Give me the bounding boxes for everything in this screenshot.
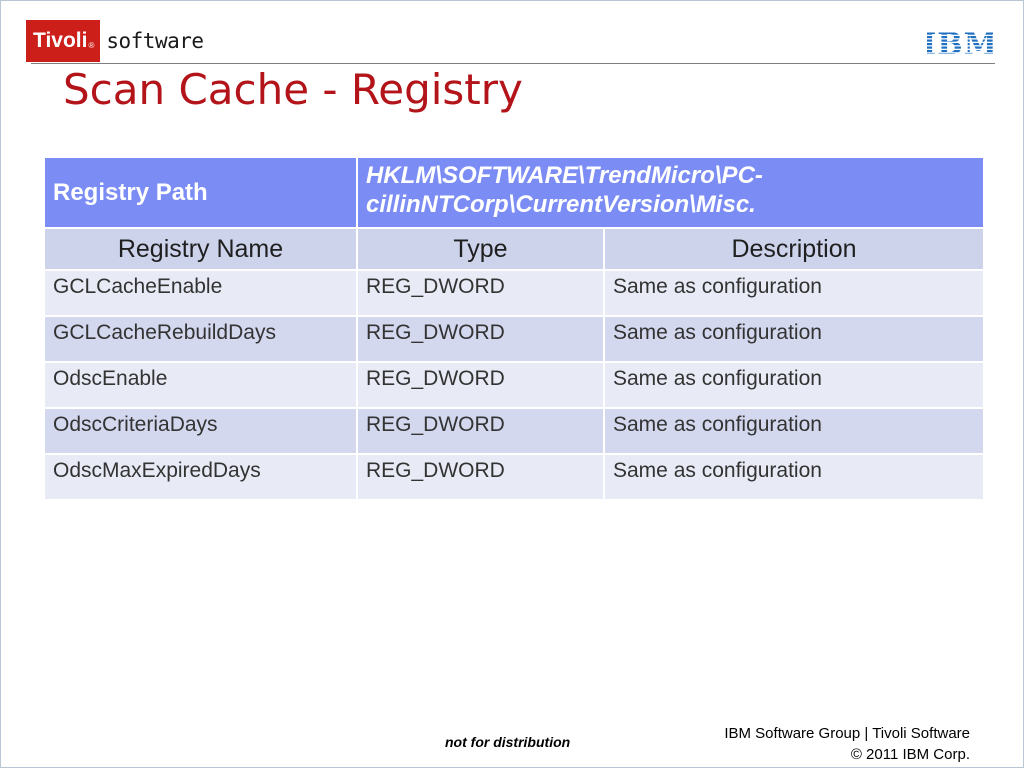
column-header-description: Description bbox=[602, 227, 986, 271]
footer-copyright: IBM Software Group | Tivoli Software © 2… bbox=[724, 723, 970, 765]
footer-distribution-note: not for distribution bbox=[445, 734, 571, 750]
table-row: OdscEnable REG_DWORD Same as configurati… bbox=[43, 361, 986, 409]
table-row: GCLCacheEnable REG_DWORD Same as configu… bbox=[43, 269, 986, 317]
slide-title: Scan Cache - Registry bbox=[63, 65, 523, 114]
registry-table: Registry Path HKLM\SOFTWARE\TrendMicro\P… bbox=[43, 156, 986, 501]
footer-group-line: IBM Software Group | Tivoli Software bbox=[724, 725, 970, 742]
registry-name-cell: OdscCriteriaDays bbox=[43, 407, 358, 455]
table-row: OdscCriteriaDays REG_DWORD Same as confi… bbox=[43, 407, 986, 455]
type-cell: REG_DWORD bbox=[356, 407, 605, 455]
type-cell: REG_DWORD bbox=[356, 315, 605, 363]
description-cell: Same as configuration bbox=[602, 407, 986, 455]
registered-mark: ® bbox=[88, 41, 95, 50]
tivoli-logo-suffix: software bbox=[106, 29, 204, 53]
header-divider bbox=[31, 63, 995, 64]
column-header-type: Type bbox=[356, 227, 605, 271]
registry-path-row: Registry Path HKLM\SOFTWARE\TrendMicro\P… bbox=[43, 156, 986, 229]
table-row: OdscMaxExpiredDays REG_DWORD Same as con… bbox=[43, 453, 986, 501]
registry-name-cell: GCLCacheRebuildDays bbox=[43, 315, 358, 363]
tivoli-software-logo: Tivoli® software bbox=[26, 20, 204, 62]
registry-path-value: HKLM\SOFTWARE\TrendMicro\PC-cillinNTCorp… bbox=[355, 156, 986, 229]
registry-path-label: Registry Path bbox=[43, 156, 358, 229]
type-cell: REG_DWORD bbox=[356, 453, 605, 501]
table-row: GCLCacheRebuildDays REG_DWORD Same as co… bbox=[43, 315, 986, 363]
description-cell: Same as configuration bbox=[602, 361, 986, 409]
ibm-logo-icon: IBM bbox=[927, 29, 993, 57]
registry-name-cell: OdscMaxExpiredDays bbox=[43, 453, 358, 501]
description-cell: Same as configuration bbox=[602, 453, 986, 501]
tivoli-logo-text: Tivoli bbox=[33, 29, 88, 52]
registry-name-cell: GCLCacheEnable bbox=[43, 269, 358, 317]
tivoli-logo-box: Tivoli® bbox=[26, 20, 101, 62]
footer-copyright-line: © 2011 IBM Corp. bbox=[850, 746, 970, 763]
description-cell: Same as configuration bbox=[602, 315, 986, 363]
ibm-logo-text: IBM bbox=[927, 29, 993, 57]
type-cell: REG_DWORD bbox=[356, 361, 605, 409]
column-header-registry-name: Registry Name bbox=[43, 227, 358, 271]
description-cell: Same as configuration bbox=[602, 269, 986, 317]
type-cell: REG_DWORD bbox=[356, 269, 605, 317]
registry-name-cell: OdscEnable bbox=[43, 361, 358, 409]
column-header-row: Registry Name Type Description bbox=[43, 227, 986, 271]
